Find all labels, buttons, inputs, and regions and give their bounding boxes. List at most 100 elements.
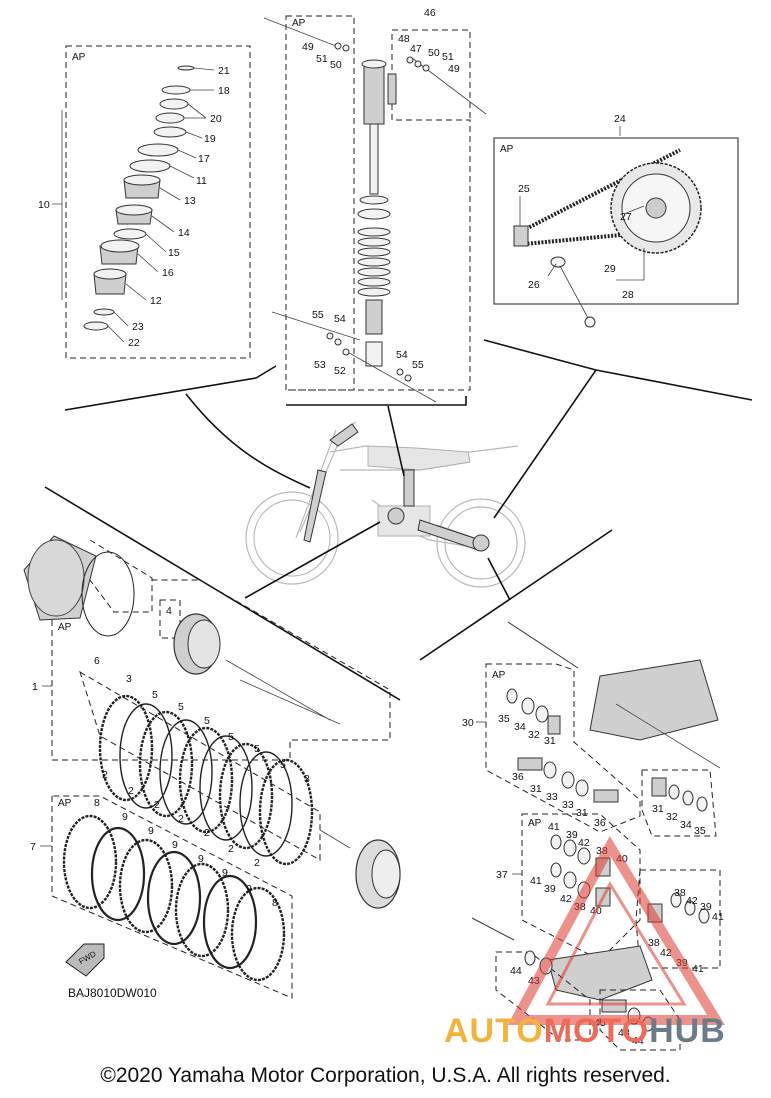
part-callout-53: 53	[314, 359, 326, 371]
part-callout-9: 9	[222, 867, 228, 879]
assembly-ap-label: AP	[72, 52, 86, 63]
part-callout-22: 22	[128, 337, 140, 349]
assembly-ap-label: AP	[58, 622, 72, 633]
part-callout-5: 5	[254, 743, 260, 755]
part-callout-18: 18	[218, 85, 230, 97]
part-callout-6: 6	[94, 655, 100, 667]
part-callout-3: 3	[304, 773, 310, 785]
part-callout-5: 5	[152, 689, 158, 701]
part-callout-31: 31	[652, 803, 664, 815]
part-callout-43: 43	[618, 1027, 630, 1039]
part-callout-50: 50	[428, 47, 440, 59]
part-callout-14: 14	[178, 227, 190, 239]
part-callout-30: 30	[462, 717, 474, 729]
part-callout-29: 29	[604, 263, 616, 275]
part-callout-41: 41	[548, 821, 560, 833]
part-callout-36: 36	[512, 771, 524, 783]
assembly-ap-label: AP	[528, 818, 542, 829]
part-callout-42: 42	[560, 893, 572, 905]
assembly-ap-label: AP	[492, 670, 506, 681]
part-callout-35: 35	[498, 713, 510, 725]
part-callout-7: 7	[30, 841, 36, 853]
friction-plate-stack	[62, 814, 286, 982]
part-callout-33: 33	[562, 799, 574, 811]
watermark-logo	[507, 835, 725, 1025]
assembly-ap-label: AP	[292, 18, 306, 29]
fork-seal-group: AP 21 18 20 19 17 11 13 10 14 15 16 12 2…	[38, 45, 251, 359]
part-callout-37: 37	[496, 869, 508, 881]
part-callout-2: 2	[178, 813, 184, 825]
part-callout-54: 54	[334, 313, 346, 325]
part-callout-13: 13	[184, 195, 196, 207]
part-callout-2: 2	[228, 843, 234, 855]
part-callout-25: 25	[518, 183, 530, 195]
part-callout-24: 24	[614, 113, 626, 125]
part-callout-4: 4	[166, 605, 172, 617]
watermark-auto: AUTO	[444, 1012, 544, 1050]
part-callout-39: 39	[566, 829, 578, 841]
part-callout-46: 46	[424, 7, 436, 19]
drive-chain-group: AP 24 25 27 26 29 28	[493, 113, 739, 328]
part-callout-11: 11	[196, 175, 207, 187]
part-callout-48: 48	[398, 33, 410, 45]
clutch-group: 6 AP 1 4 3 5 5 5 5 5 5 3 2 2 2 2	[23, 535, 401, 999]
part-callout-51: 51	[442, 51, 454, 63]
part-callout-51: 51	[316, 53, 328, 65]
part-callout-17: 17	[198, 153, 210, 165]
part-callout-9: 9	[172, 839, 178, 851]
part-callout-5: 5	[280, 759, 286, 771]
assembly-ap-label: AP	[500, 144, 514, 155]
part-callout-34: 34	[680, 819, 692, 831]
part-callout-9: 9	[198, 853, 204, 865]
swingarm-group: AP 30 35 34 32 31 36 31 33 33 31 36 31 3…	[462, 621, 724, 1051]
part-callout-41: 41	[712, 911, 724, 923]
part-callout-49: 49	[302, 41, 314, 53]
part-callout-52: 52	[334, 365, 346, 377]
part-callout-34: 34	[514, 721, 526, 733]
part-callout-8: 8	[94, 797, 100, 809]
part-callout-2: 2	[128, 785, 134, 797]
part-callout-33: 33	[546, 791, 558, 803]
fwd-arrow-icon: FWD	[65, 943, 105, 977]
part-callout-2: 2	[102, 769, 108, 781]
part-callout-2: 2	[154, 799, 160, 811]
part-callout-55: 55	[312, 309, 324, 321]
part-callout-42: 42	[686, 895, 698, 907]
rear-shock-group: AP 46 48 47 50 51	[263, 7, 487, 403]
shock-spring	[357, 227, 391, 297]
part-callout-16: 16	[162, 267, 174, 279]
part-callout-49: 49	[448, 63, 460, 75]
part-callout-21: 21	[218, 65, 230, 77]
part-callout-2: 2	[254, 857, 260, 869]
part-callout-44: 44	[632, 1035, 644, 1047]
part-callout-20: 20	[210, 113, 222, 125]
part-callout-9: 9	[246, 883, 252, 895]
part-callout-5: 5	[204, 715, 210, 727]
part-callout-28: 28	[622, 289, 634, 301]
part-callout-39: 39	[700, 901, 712, 913]
part-callout-32: 32	[528, 729, 540, 741]
part-callout-35: 35	[694, 825, 706, 837]
part-callout-41: 41	[692, 963, 704, 975]
part-callout-44: 44	[510, 965, 522, 977]
diagram-code: BAJ8010DW010	[68, 986, 157, 1000]
part-callout-10: 10	[38, 199, 50, 211]
part-callout-32: 32	[666, 811, 678, 823]
part-callout-26: 26	[528, 279, 540, 291]
part-callout-23: 23	[132, 321, 144, 333]
part-callout-2: 2	[204, 827, 210, 839]
part-callout-8: 8	[272, 897, 278, 909]
assembly-ap-label: AP	[58, 798, 72, 809]
part-callout-27: 27	[620, 211, 632, 223]
part-callout-9: 9	[122, 811, 128, 823]
part-callout-47: 47	[410, 43, 422, 55]
watermark-hub: HUB	[649, 1012, 726, 1050]
part-callout-15: 15	[168, 247, 180, 259]
part-callout-31: 31	[530, 783, 542, 795]
part-callout-36: 36	[594, 817, 606, 829]
part-callout-54: 54	[396, 349, 408, 361]
part-callout-39: 39	[544, 883, 556, 895]
part-callout-41: 41	[530, 875, 542, 887]
part-callout-38: 38	[648, 937, 660, 949]
